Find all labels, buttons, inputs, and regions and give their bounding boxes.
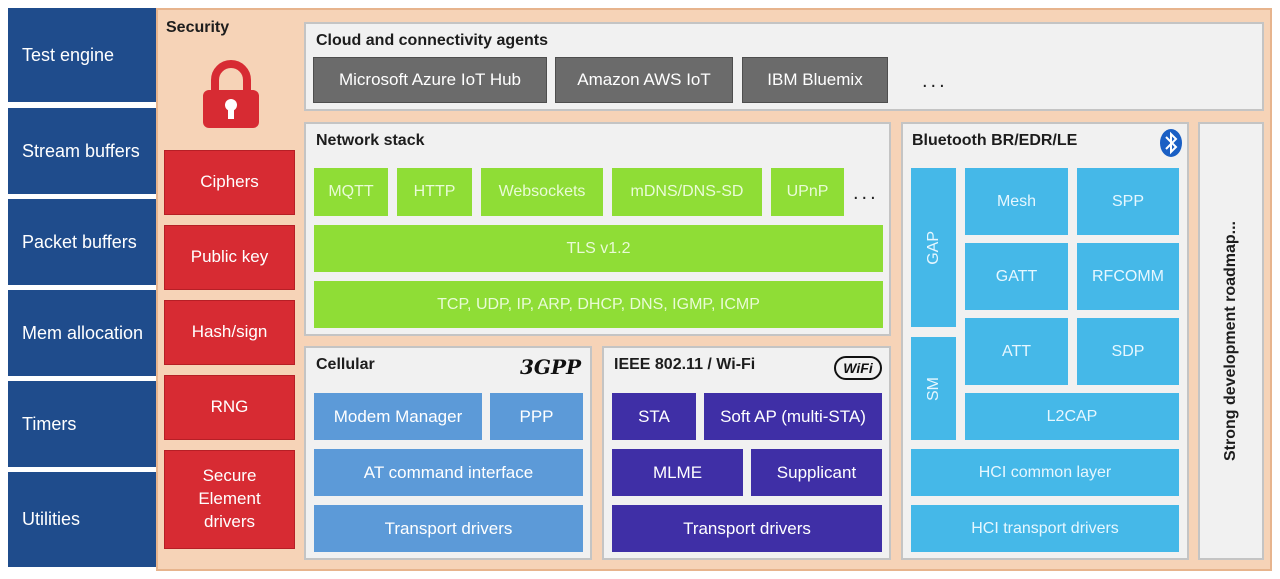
mesh-block: Mesh [965,168,1068,235]
wifi-logo-icon: WiFi [834,356,882,380]
bluetooth-title: Bluetooth BR/EDR/LE [912,132,1078,149]
ppp-block: PPP [490,393,583,440]
sm-label: SM [924,376,942,401]
utility-test-engine: Test engine [8,8,156,102]
utility-utilities: Utilities [8,472,156,567]
l2cap-block: L2CAP [965,393,1179,440]
spp-block: SPP [1077,168,1179,235]
soft-ap-block: Soft AP (multi-STA) [704,393,882,440]
utility-packet-buffers: Packet buffers [8,199,156,285]
sta-block: STA [612,393,696,440]
upnp-block: UPnP [771,168,844,216]
cloud-more: ... [922,70,948,92]
gap-label: GAP [924,230,942,265]
cellular-transport-block: Transport drivers [314,505,583,552]
sdp-block: SDP [1077,318,1179,385]
ciphers-block: Ciphers [164,150,295,215]
hash-sign-block: Hash/sign [164,300,295,365]
gap-block: GAP [911,168,956,327]
network-title: Network stack [316,132,425,149]
mdns-block: mDNS/DNS-SD [612,168,762,216]
ibm-bluemix-block: IBM Bluemix [742,57,888,103]
wifi-transport-block: Transport drivers [612,505,882,552]
security-title: Security [166,19,230,36]
bluetooth-icon [1159,128,1183,158]
hci-transport-block: HCI transport drivers [911,505,1179,552]
tls-block: TLS v1.2 [314,225,883,272]
mqtt-block: MQTT [314,168,388,216]
utility-timers: Timers [8,381,156,467]
rfcomm-block: RFCOMM [1077,243,1179,310]
utility-mem-allocation: Mem allocation [8,290,156,376]
aws-iot-block: Amazon AWS IoT [555,57,733,103]
modem-manager-block: Modem Manager [314,393,482,440]
cellular-title: Cellular [316,356,375,373]
cloud-title: Cloud and connectivity agents [316,32,549,49]
secure-element-block: Secure Element drivers [164,450,295,549]
wifi-title: IEEE 802.11 / Wi-Fi [614,356,756,373]
azure-iot-hub-block: Microsoft Azure IoT Hub [313,57,547,103]
network-more: ... [853,182,879,204]
hci-common-block: HCI common layer [911,449,1179,496]
websockets-block: Websockets [481,168,603,216]
http-block: HTTP [397,168,472,216]
3gpp-logo-icon: 3GPP [520,355,582,379]
att-block: ATT [965,318,1068,385]
supplicant-block: Supplicant [751,449,882,496]
utility-stream-buffers: Stream buffers [8,108,156,194]
gatt-block: GATT [965,243,1068,310]
sm-block: SM [911,337,956,440]
mlme-block: MLME [612,449,743,496]
rng-block: RNG [164,375,295,440]
tcp-ip-block: TCP, UDP, IP, ARP, DHCP, DNS, IGMP, ICMP [314,281,883,328]
public-key-block: Public key [164,225,295,290]
roadmap-panel: Strong development roadmap... [1198,122,1264,560]
lock-icon [201,60,261,130]
at-command-block: AT command interface [314,449,583,496]
roadmap-label: Strong development roadmap... [1222,220,1239,462]
